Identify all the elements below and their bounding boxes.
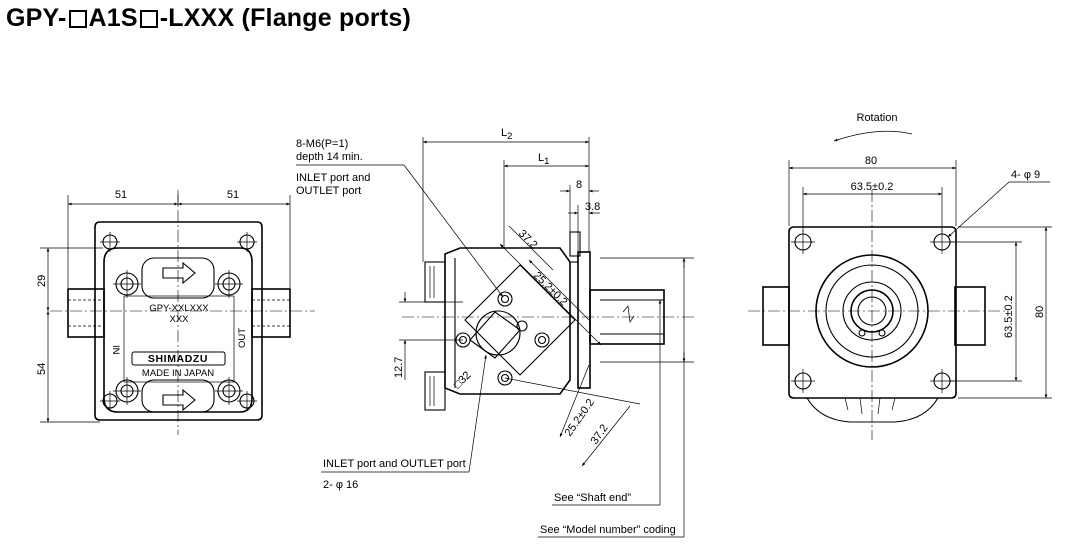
svg-text:Rotation: Rotation bbox=[857, 112, 898, 124]
svg-text:12.7: 12.7 bbox=[393, 357, 405, 378]
blank-box-symbol bbox=[139, 10, 158, 28]
svg-text:80: 80 bbox=[865, 155, 877, 167]
flange-hole-top-left bbox=[113, 270, 141, 298]
svg-text:29: 29 bbox=[36, 275, 48, 287]
svg-text:See “Model number” coding: See “Model number” coding bbox=[540, 524, 676, 536]
mount-hole-top-right bbox=[237, 232, 257, 252]
break-mark bbox=[622, 305, 635, 323]
svg-text:4- φ 9: 4- φ 9 bbox=[1011, 169, 1040, 181]
outlet-flange bbox=[141, 379, 215, 413]
nameplate bbox=[123, 295, 235, 383]
right-side-boss bbox=[251, 288, 291, 338]
end-hole-bottom-left bbox=[791, 369, 815, 393]
end-body-lower bbox=[806, 397, 939, 423]
flow-arrow-top-icon bbox=[162, 261, 196, 285]
end-left-boss bbox=[762, 286, 790, 346]
svg-text:INLET port and OUTLET port: INLET port and OUTLET port bbox=[323, 458, 466, 470]
svg-text:3.8: 3.8 bbox=[585, 201, 600, 213]
svg-text:8-M6(P=1): 8-M6(P=1) bbox=[296, 138, 348, 150]
dim-37-2-bottom bbox=[581, 405, 631, 467]
svg-text:INLET port and: INLET port and bbox=[296, 172, 370, 184]
brand-logo-text: SHIMADZU bbox=[148, 353, 208, 365]
svg-text:51: 51 bbox=[115, 189, 127, 201]
rear-fitting-bottom bbox=[424, 371, 446, 411]
svg-text:63.5±0.2: 63.5±0.2 bbox=[1003, 295, 1015, 338]
end-view: Rotation 80 63.5±0.2 4- φ 9 63.5±0.2 80 bbox=[748, 112, 1052, 440]
page-title: GPY-A1S-LXXX (Flange ports) bbox=[6, 4, 412, 32]
left-side-boss bbox=[67, 288, 105, 338]
flange-hole-bottom-left bbox=[113, 377, 141, 405]
svg-text:OUTLET port: OUTLET port bbox=[296, 185, 361, 197]
port-out-label: OUT bbox=[237, 328, 248, 348]
flange-hole-top-right bbox=[215, 270, 243, 298]
nameplate-model: GPY-XXLXXX bbox=[149, 303, 209, 314]
mount-hole-top-left bbox=[100, 232, 120, 252]
port-in-label: IN bbox=[110, 345, 121, 355]
inlet-flange bbox=[141, 257, 215, 299]
front-view: GPY-XXLXXX XXX SHIMADZU MADE IN JAPAN IN… bbox=[36, 189, 315, 435]
svg-text:8: 8 bbox=[576, 179, 582, 191]
made-in-label: MADE IN JAPAN bbox=[142, 368, 214, 379]
end-right-boss bbox=[954, 286, 986, 346]
rotation-arrow-icon bbox=[833, 130, 913, 142]
rear-fitting-top bbox=[424, 261, 446, 303]
pump-housing bbox=[444, 247, 571, 395]
svg-text:L1: L1 bbox=[538, 152, 549, 167]
blank-box-symbol bbox=[68, 10, 87, 28]
flow-arrow-bottom-icon bbox=[162, 388, 196, 412]
port-bolt-top bbox=[497, 291, 513, 307]
shaft-end bbox=[850, 289, 894, 333]
svg-text:See “Shaft end”: See “Shaft end” bbox=[554, 492, 631, 504]
side-view: L2 L1 8 3.8 37.2 25.2±0.2 25.2±0.2 37.2 … bbox=[296, 127, 694, 538]
end-pilot bbox=[815, 254, 929, 368]
nameplate-code: XXX bbox=[169, 314, 189, 325]
mounting-plate bbox=[94, 221, 263, 421]
svg-text:L2: L2 bbox=[501, 127, 512, 142]
svg-text:2- φ 16: 2- φ 16 bbox=[323, 479, 358, 491]
port-square bbox=[464, 264, 576, 376]
svg-text:63.5±0.2: 63.5±0.2 bbox=[851, 181, 894, 193]
svg-text:depth 14 min.: depth 14 min. bbox=[296, 151, 363, 163]
end-flange bbox=[788, 226, 957, 399]
mount-hole-bottom-right bbox=[237, 391, 257, 411]
svg-text:80: 80 bbox=[1034, 306, 1046, 318]
port-bolt-right bbox=[534, 332, 550, 348]
end-hole-top-left bbox=[791, 230, 815, 254]
port-bolt-bottom bbox=[497, 370, 513, 386]
mount-hole-bottom-left bbox=[100, 391, 120, 411]
svg-text:51: 51 bbox=[227, 189, 239, 201]
dim-25-2-bottom bbox=[559, 364, 590, 438]
svg-text:25.2±0.2: 25.2±0.2 bbox=[531, 270, 570, 309]
brand-logo bbox=[131, 351, 226, 366]
svg-text:54: 54 bbox=[36, 363, 48, 375]
